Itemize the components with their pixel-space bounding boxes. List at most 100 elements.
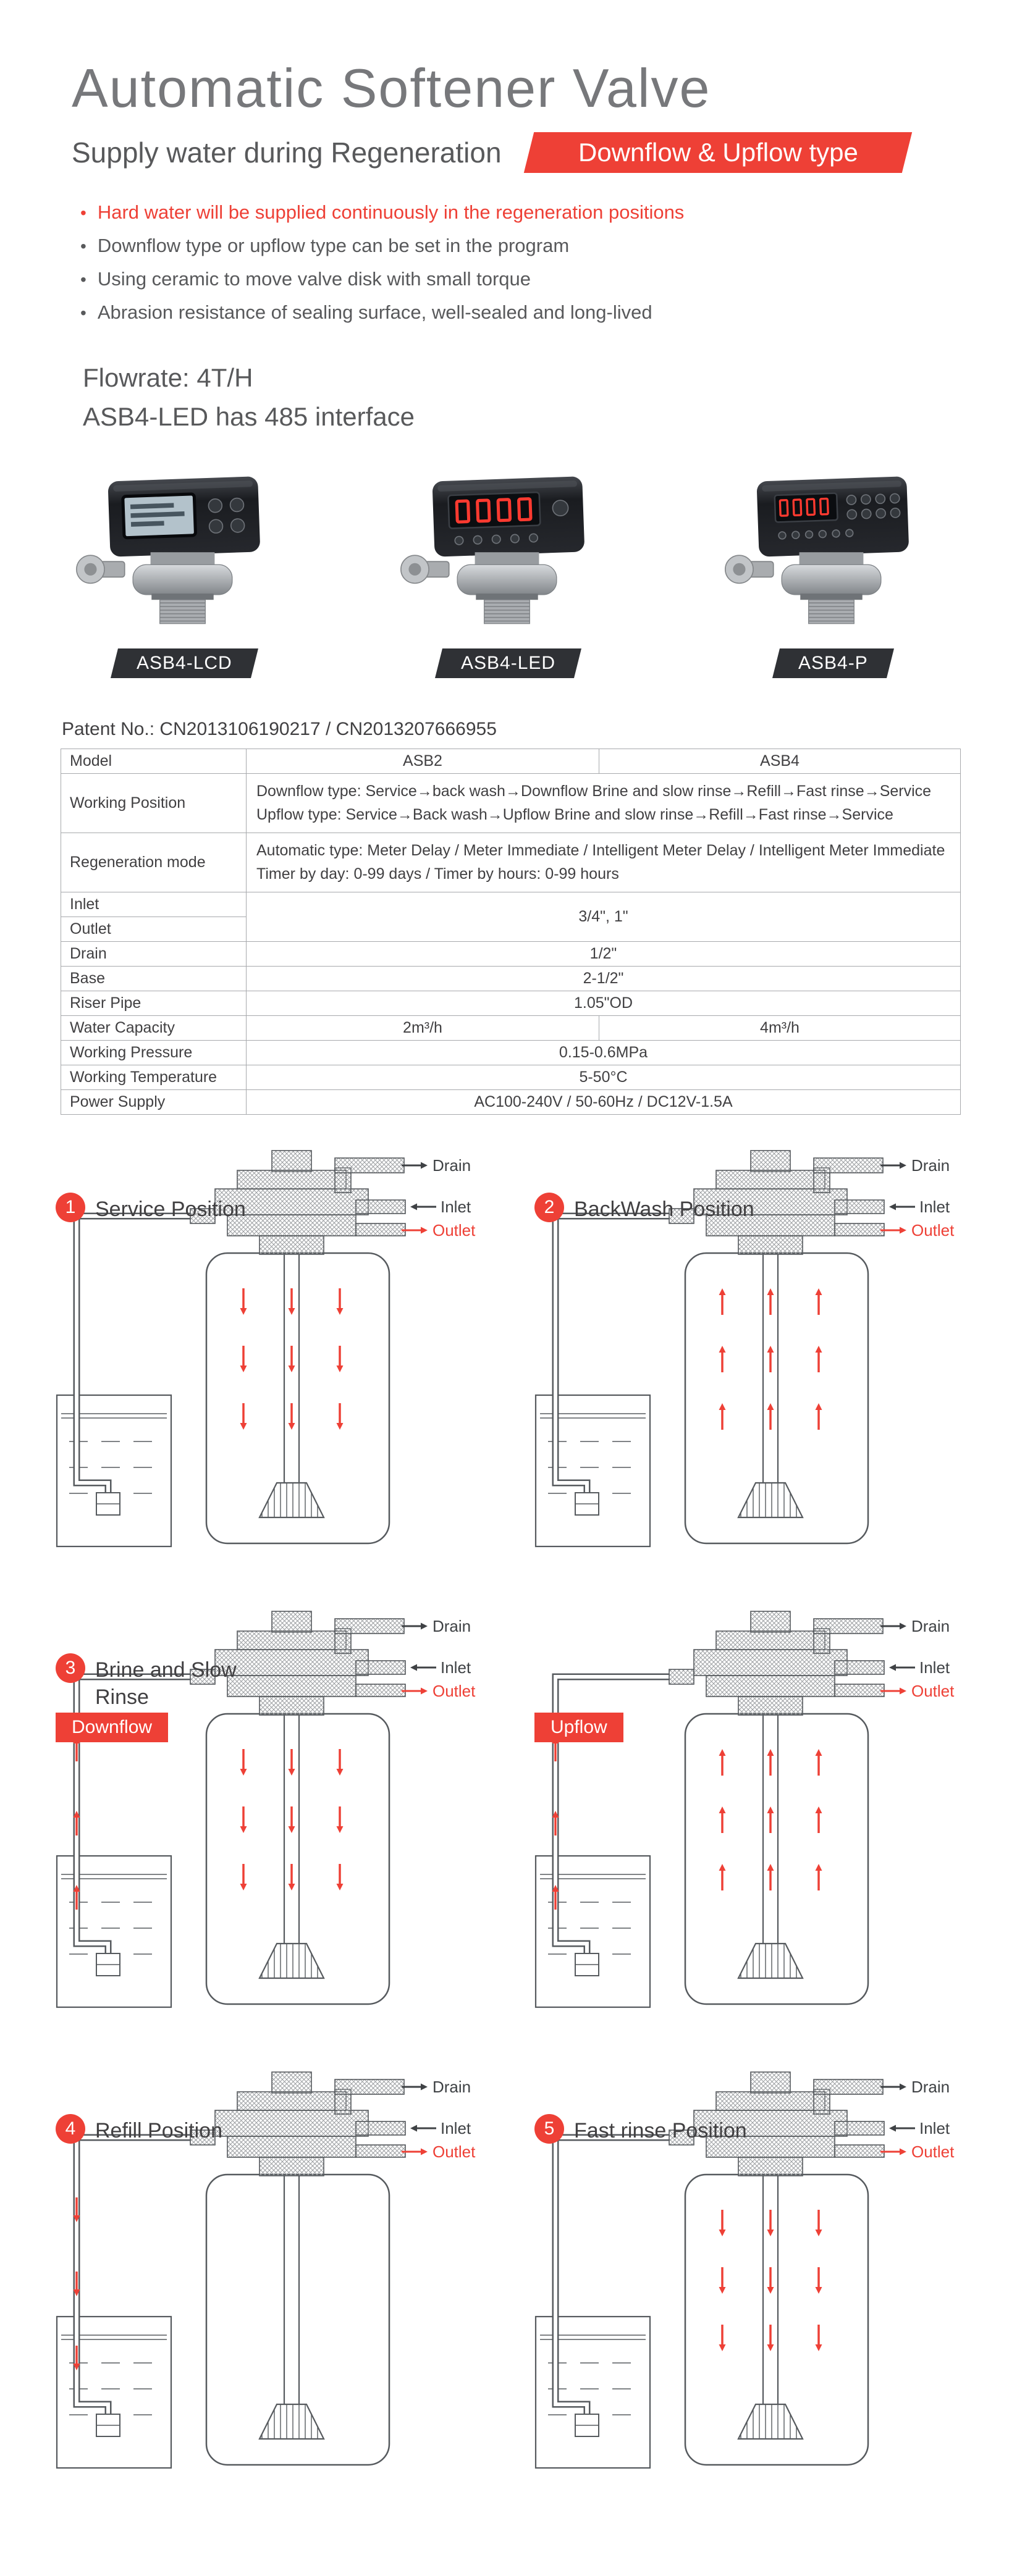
notes-block: Flowrate: 4T/H ASB4-LED has 485 interfac… bbox=[83, 358, 1017, 436]
page-title: Automatic Softener Valve bbox=[72, 57, 711, 119]
interface-note: ASB4-LED has 485 interface bbox=[83, 402, 415, 431]
inlet-outlet-value: 3/4", 1" bbox=[246, 892, 961, 942]
working-temperature-value: 5-50°C bbox=[246, 1065, 961, 1090]
diagram-title: Brine and Slow Rinse bbox=[95, 1658, 237, 1710]
row-label: Water Capacity bbox=[61, 1015, 247, 1041]
working-pressure-value: 0.15-0.6MPa bbox=[246, 1040, 961, 1065]
product-label: ASB4-P bbox=[798, 653, 868, 673]
outlet-label: Outlet bbox=[911, 2142, 955, 2161]
product-label: ASB4-LCD bbox=[136, 653, 232, 673]
row-label: Model bbox=[61, 749, 247, 774]
inlet-label: Inlet bbox=[441, 1198, 471, 1216]
feature-item: Hard water will be supplied continuously… bbox=[80, 201, 1017, 224]
feature-item: Using ceramic to move valve disk with sm… bbox=[80, 268, 1017, 290]
diagram-title: Fast rinse Position bbox=[574, 2119, 747, 2142]
table-row: Working Position Downflow type: Service→… bbox=[61, 773, 961, 833]
row-label: Power Supply bbox=[61, 1089, 247, 1115]
position-number-badge: 3 bbox=[56, 1653, 85, 1683]
inlet-label: Inlet bbox=[441, 2119, 471, 2138]
page-subtitle: Supply water during Regeneration bbox=[72, 136, 502, 169]
product-label-badge: ASB4-P bbox=[772, 648, 894, 678]
inlet-label: Inlet bbox=[919, 2119, 950, 2138]
table-row: Inlet 3/4", 1" bbox=[61, 892, 961, 942]
outlet-label: Outlet bbox=[433, 1682, 476, 1700]
product-photo bbox=[722, 457, 944, 642]
diagram-title: Refill Position bbox=[95, 2119, 222, 2142]
flow-type-badge: Downflow bbox=[56, 1713, 169, 1742]
row-label: Inlet bbox=[61, 892, 247, 917]
inlet-label: Inlet bbox=[919, 1658, 950, 1677]
position-number-badge: 2 bbox=[534, 1193, 564, 1222]
row-label: Riser Pipe bbox=[61, 991, 247, 1016]
power-supply-value: AC100-240V / 50-60Hz / DC12V-1.5A bbox=[246, 1089, 961, 1115]
flow-type-badge: Upflow bbox=[534, 1713, 623, 1742]
water-capacity-asb4: 4m³/h bbox=[599, 1015, 961, 1041]
product-figure: ASB4-LED bbox=[397, 457, 620, 678]
riser-pipe-value: 1.05"OD bbox=[246, 991, 961, 1016]
product-figure: ASB4-LCD bbox=[73, 457, 295, 678]
product-label-badge: ASB4-LCD bbox=[110, 648, 258, 678]
drain-label: Drain bbox=[433, 2078, 471, 2096]
table-row: Water Capacity 2m³/h 4m³/h bbox=[61, 1015, 961, 1041]
row-label: Regeneration mode bbox=[61, 833, 247, 892]
drain-label: Drain bbox=[911, 1156, 950, 1175]
table-row: Working Pressure 0.15-0.6MPa bbox=[61, 1040, 961, 1065]
inlet-label: Inlet bbox=[441, 1658, 471, 1677]
row-label: Base bbox=[61, 966, 247, 991]
product-photo bbox=[397, 457, 620, 642]
table-row: Regeneration mode Automatic type: Meter … bbox=[61, 833, 961, 892]
row-label: Working Position bbox=[61, 773, 247, 833]
product-label: ASB4-LED bbox=[461, 653, 556, 673]
outlet-label: Outlet bbox=[433, 1221, 476, 1240]
product-photo bbox=[73, 457, 295, 642]
drain-value: 1/2" bbox=[246, 941, 961, 967]
product-label-badge: ASB4-LED bbox=[435, 648, 582, 678]
product-row: ASB4-LCD ASB4-LED ASB4-P bbox=[0, 457, 1017, 678]
table-row: Riser Pipe 1.05"OD bbox=[61, 991, 961, 1016]
position-number-badge: 1 bbox=[56, 1193, 85, 1222]
base-value: 2-1/2" bbox=[246, 966, 961, 991]
feature-list: Hard water will be supplied continuously… bbox=[80, 201, 1017, 324]
outlet-label: Outlet bbox=[911, 1682, 955, 1700]
inlet-label: Inlet bbox=[919, 1198, 950, 1216]
table-row: Power Supply AC100-240V / 50-60Hz / DC12… bbox=[61, 1089, 961, 1115]
flowrate-note: Flowrate: 4T/H bbox=[83, 363, 253, 392]
model-asb4: ASB4 bbox=[599, 749, 961, 774]
water-capacity-asb2: 2m³/h bbox=[246, 1015, 599, 1041]
spec-table: Model ASB2 ASB4 Working Position Downflo… bbox=[61, 749, 961, 1115]
feature-item: Downflow type or upflow type can be set … bbox=[80, 235, 1017, 257]
table-row: Model ASB2 ASB4 bbox=[61, 749, 961, 774]
outlet-label: Outlet bbox=[433, 2142, 476, 2161]
row-label: Drain bbox=[61, 941, 247, 967]
position-number-badge: 5 bbox=[534, 2114, 564, 2144]
table-row: Drain 1/2" bbox=[61, 941, 961, 967]
drain-label: Drain bbox=[433, 1156, 471, 1175]
table-row: Working Temperature 5-50°C bbox=[61, 1065, 961, 1090]
outlet-label: Outlet bbox=[911, 1221, 955, 1240]
working-position-value: Downflow type: Service→back wash→Downflo… bbox=[246, 773, 961, 833]
drain-label: Drain bbox=[911, 1617, 950, 1635]
feature-item: Abrasion resistance of sealing surface, … bbox=[80, 301, 1017, 324]
product-figure: ASB4-P bbox=[722, 457, 944, 678]
subtitle-row: Supply water during Regeneration Downflo… bbox=[72, 132, 1017, 173]
regeneration-mode-value: Automatic type: Meter Delay / Meter Imme… bbox=[246, 833, 961, 892]
type-badge: Downflow & Upflow type bbox=[523, 132, 912, 173]
drain-label: Drain bbox=[911, 2078, 950, 2096]
table-row: Base 2-1/2" bbox=[61, 966, 961, 991]
diagram-title: BackWash Position bbox=[574, 1198, 754, 1221]
row-label: Outlet bbox=[61, 917, 247, 942]
row-label: Working Pressure bbox=[61, 1040, 247, 1065]
row-label: Working Temperature bbox=[61, 1065, 247, 1090]
patent-number: Patent No.: CN2013106190217 / CN20132076… bbox=[62, 719, 497, 739]
diagram-title: Service Position bbox=[95, 1198, 246, 1221]
model-asb2: ASB2 bbox=[246, 749, 599, 774]
table-row: Outlet bbox=[61, 917, 961, 942]
